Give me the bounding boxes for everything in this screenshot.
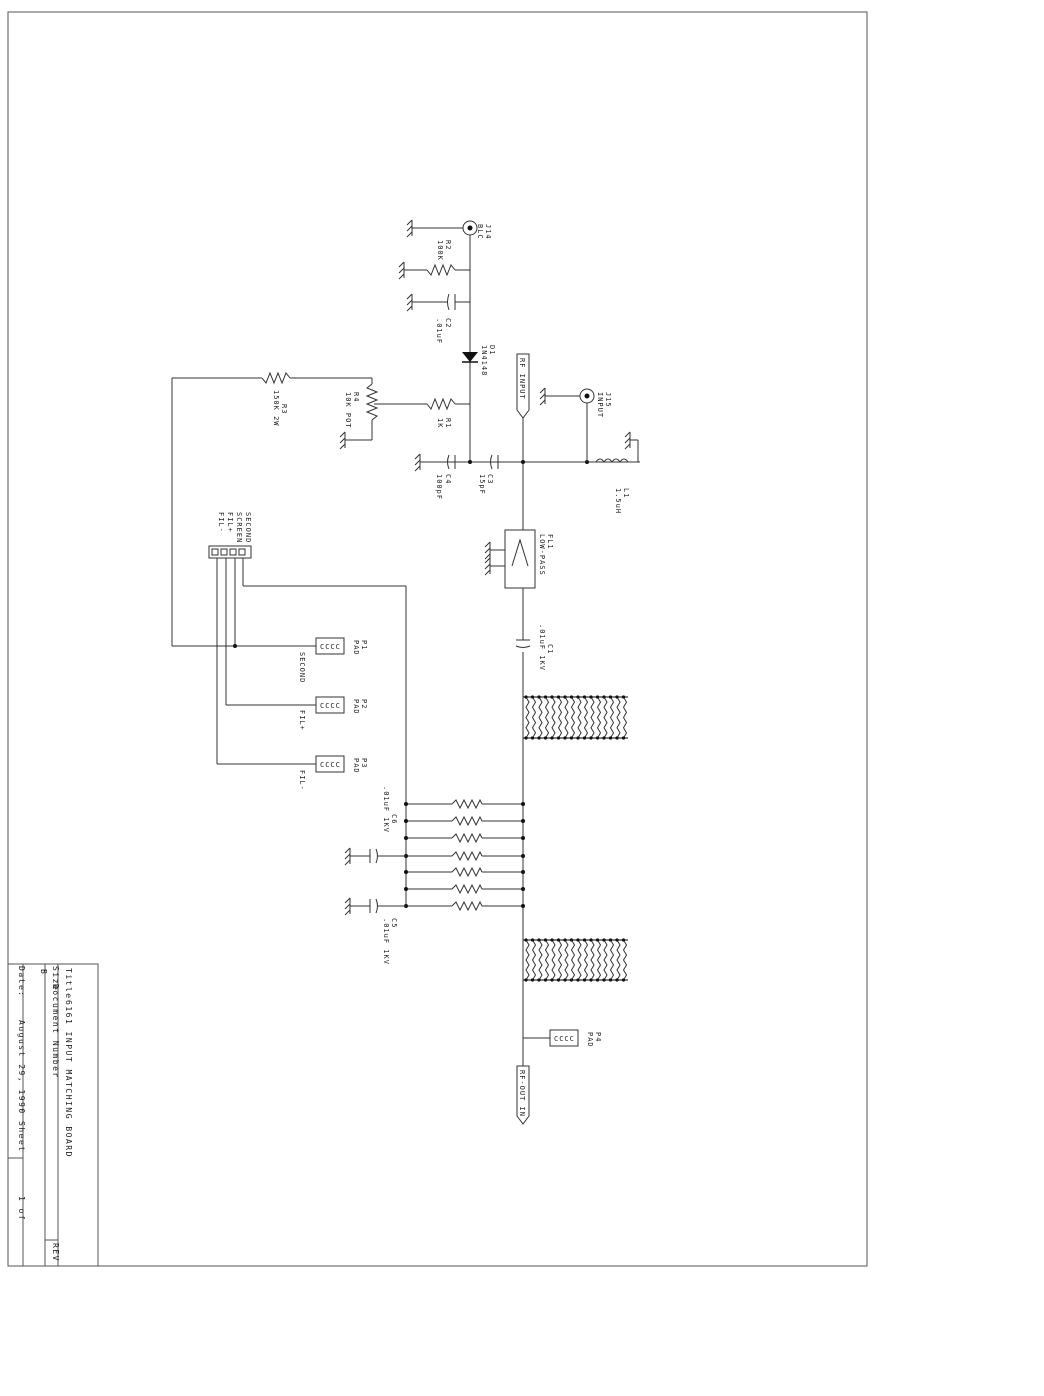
title-block: Title 6161 INPUT MATCHING BOARD Size B D… bbox=[7, 963, 99, 1267]
c6-ref: C6 bbox=[390, 814, 398, 824]
c5-value: .01uF 1KV bbox=[382, 918, 390, 965]
c3-ref: C3 bbox=[486, 474, 494, 484]
filter-fl1: FL1 LOW-PASS bbox=[490, 529, 554, 589]
p4-value: PAD bbox=[586, 1032, 594, 1048]
p3-signal: FIL- bbox=[298, 770, 306, 791]
r4-value: 10K POT bbox=[344, 392, 352, 429]
j14-ref: J14 bbox=[484, 224, 492, 240]
p1-ref: P1 bbox=[360, 640, 368, 650]
ladder-resistor bbox=[404, 900, 525, 912]
p3-value: PAD bbox=[352, 758, 360, 774]
pad-p4: CCCC P4 PAD bbox=[523, 1029, 602, 1048]
c6-value: .01uF 1KV bbox=[382, 786, 390, 833]
p4-ref: P4 bbox=[594, 1032, 602, 1042]
j15-ref: J15 bbox=[604, 392, 612, 408]
c4-value: 100pF bbox=[435, 474, 443, 500]
sheet-label: Sheet bbox=[17, 1121, 26, 1153]
header-pin-2: SCREEN bbox=[235, 512, 243, 543]
resistor-ladder bbox=[404, 798, 525, 912]
r3-ref: R3 bbox=[280, 404, 288, 414]
p1-value: PAD bbox=[352, 640, 360, 656]
header-connector: SECOND SCREEN FIL+ FIL- bbox=[208, 512, 252, 559]
fl1-ref: FL1 bbox=[546, 534, 554, 550]
resistor-r2: R2 100K bbox=[412, 240, 470, 277]
rf-input-label: RF INPUT bbox=[518, 358, 526, 400]
size-label: Size bbox=[51, 966, 60, 991]
rf-input-connector: RF INPUT bbox=[516, 353, 530, 419]
ladder-resistor bbox=[404, 883, 525, 895]
ferrite-block-lower bbox=[523, 938, 628, 982]
sheet-of: 1 of bbox=[17, 1196, 26, 1221]
document-number-label: Document Number bbox=[51, 984, 60, 1079]
rf-out-label: RF-OUT IN bbox=[518, 1070, 526, 1117]
j15-value: INPUT bbox=[596, 392, 604, 418]
p2-box: CCCC bbox=[320, 702, 341, 710]
ladder-resistor bbox=[404, 866, 525, 878]
date-label: Date: bbox=[17, 966, 26, 998]
title-text: 6161 INPUT MATCHING BOARD bbox=[64, 1000, 73, 1158]
header-pin-1: SECOND bbox=[244, 512, 252, 543]
c3-value: 15pF bbox=[478, 474, 486, 495]
r1-value: 1K bbox=[436, 418, 444, 428]
header-pin-3: FIL+ bbox=[226, 512, 234, 533]
title-label: Title bbox=[64, 968, 73, 1000]
rev-label: REV bbox=[51, 1243, 60, 1262]
r3-value: 150K 2W bbox=[272, 390, 280, 427]
d1-value: 1N4148 bbox=[480, 345, 488, 376]
ladder-resistor bbox=[404, 798, 525, 810]
date-value: August 29, 1990 bbox=[17, 1020, 26, 1115]
r2-ref: R2 bbox=[444, 240, 452, 250]
r1-ref: R1 bbox=[444, 418, 452, 428]
sheet-border bbox=[7, 11, 868, 1267]
c4-ref: C4 bbox=[444, 474, 452, 484]
c1-value: .01uF 1KV bbox=[538, 624, 546, 671]
p4-box: CCCC bbox=[554, 1035, 575, 1043]
c2-value: .01uF bbox=[435, 318, 443, 344]
fl1-value: LOW-PASS bbox=[538, 534, 546, 576]
pad-p2: CCCC P2 PAD FIL+ bbox=[298, 696, 368, 731]
header-pin-4: FIL- bbox=[217, 512, 225, 533]
j14-connector: J14 BLC bbox=[422, 220, 492, 240]
d1-ref: D1 bbox=[488, 345, 496, 355]
c2-ref: C2 bbox=[444, 318, 452, 328]
r4-ref: R4 bbox=[352, 392, 360, 402]
capacitor-c1: C1 .01uF 1KV bbox=[515, 624, 554, 671]
ladder-resistor bbox=[404, 815, 525, 827]
pad-p3: CCCC P3 PAD FIL- bbox=[298, 755, 368, 791]
p2-signal: FIL+ bbox=[298, 710, 306, 731]
resistor-r1: R1 1K bbox=[378, 397, 470, 428]
l1-ref: L1 bbox=[622, 488, 630, 498]
rf-out-connector: RF-OUT IN bbox=[516, 1065, 530, 1125]
c5-ref: C5 bbox=[390, 918, 398, 928]
p2-value: PAD bbox=[352, 699, 360, 715]
ground-symbols bbox=[339, 219, 638, 916]
p1-signal: SECOND bbox=[298, 652, 306, 683]
p3-ref: P3 bbox=[360, 758, 368, 768]
capacitor-c2: C2 .01uF bbox=[420, 293, 470, 344]
size-value: B bbox=[39, 969, 48, 975]
ladder-resistor bbox=[404, 850, 525, 862]
j15-connector: J15 INPUT bbox=[545, 388, 612, 462]
l1-value: 1.5uH bbox=[614, 488, 622, 514]
capacitor-c6: C6 .01uF 1KV bbox=[350, 786, 406, 864]
p1-box: CCCC bbox=[320, 643, 341, 651]
r2-value: 100K bbox=[436, 240, 444, 261]
capacitor-c4: C4 100pF bbox=[435, 454, 456, 500]
capacitor-c3: C3 15pF bbox=[478, 454, 499, 495]
j14-value: BLC bbox=[476, 224, 484, 240]
p3-box: CCCC bbox=[320, 761, 341, 769]
ferrite-block-upper bbox=[523, 695, 628, 740]
capacitor-c5: C5 .01uF 1KV bbox=[350, 898, 406, 965]
ladder-resistor bbox=[404, 832, 525, 844]
pad-p1: CCCC P1 PAD SECOND bbox=[298, 637, 368, 683]
resistor-r3: R3 150K 2W bbox=[171, 371, 372, 647]
c1-ref: C1 bbox=[546, 644, 554, 654]
p2-ref: P2 bbox=[360, 699, 368, 709]
inductor-l1: L1 1.5uH bbox=[595, 440, 639, 514]
potentiometer-r4: R4 10K POT bbox=[344, 378, 379, 441]
diode-d1: D1 1N4148 bbox=[462, 345, 496, 376]
